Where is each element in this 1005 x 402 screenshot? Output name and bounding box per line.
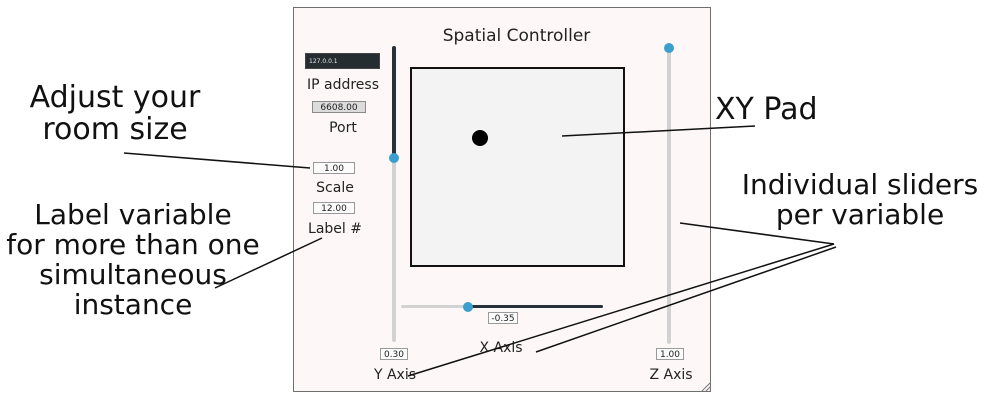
x-axis-slider-knob[interactable]	[462, 301, 473, 312]
annotation-sliders-line-1: Individual sliders	[741, 168, 979, 201]
annotation-label-variable-line-2: for more than one	[6, 228, 260, 261]
x-axis-number-box[interactable]: -0.35	[488, 312, 518, 324]
annotation-label-variable-line-4: instance	[73, 288, 193, 321]
ip-address-field[interactable]: 127.0.0.1	[305, 53, 380, 69]
spatial-controller-window: Spatial Controller 127.0.0.1 IP address …	[293, 7, 711, 392]
annotation-label-variable-line-1: Label variable	[34, 198, 232, 231]
annotation-sliders: Individual sliders per variable	[735, 170, 985, 230]
annotation-sliders-line-2: per variable	[775, 198, 945, 231]
annotation-label-variable-line-3: simultaneous	[39, 258, 227, 291]
scale-label: Scale	[316, 180, 354, 196]
label-number-box[interactable]: 12.00	[313, 202, 355, 214]
z-axis-label: Z Axis	[649, 367, 693, 383]
port-number-box[interactable]: 6608.00	[312, 101, 366, 113]
y-axis-label: Y Axis	[373, 367, 417, 383]
ip-address-label: IP address	[306, 77, 380, 93]
y-axis-slider-fill	[392, 46, 396, 159]
xy-pad-position-dot[interactable]	[471, 129, 488, 146]
y-axis-slider-knob[interactable]	[389, 153, 399, 164]
annotation-label-variable: Label variable for more than one simulta…	[2, 200, 264, 320]
annotation-room-size-line-1: Adjust your	[29, 80, 201, 115]
window-title: Spatial Controller	[442, 26, 591, 46]
label-number-label: Label #	[308, 221, 362, 237]
x-axis-label: X Axis	[479, 340, 523, 356]
z-axis-slider[interactable]	[667, 48, 671, 344]
annotation-xy-pad: XY Pad	[715, 92, 818, 127]
leader-room-size	[123, 152, 311, 169]
annotation-room-size: Adjust your room size	[10, 82, 220, 145]
resize-grip-icon[interactable]	[699, 380, 711, 392]
port-label: Port	[329, 120, 357, 136]
x-axis-slider-fill	[467, 305, 603, 308]
annotation-room-size-line-2: room size	[42, 111, 188, 147]
xy-pad[interactable]	[410, 67, 625, 267]
y-axis-number-box[interactable]: 0.30	[380, 348, 408, 360]
z-axis-number-box[interactable]: 1.00	[656, 348, 684, 360]
z-axis-slider-knob[interactable]	[664, 43, 674, 53]
scale-number-box[interactable]: 1.00	[313, 162, 355, 174]
y-axis-slider[interactable]	[392, 46, 396, 342]
